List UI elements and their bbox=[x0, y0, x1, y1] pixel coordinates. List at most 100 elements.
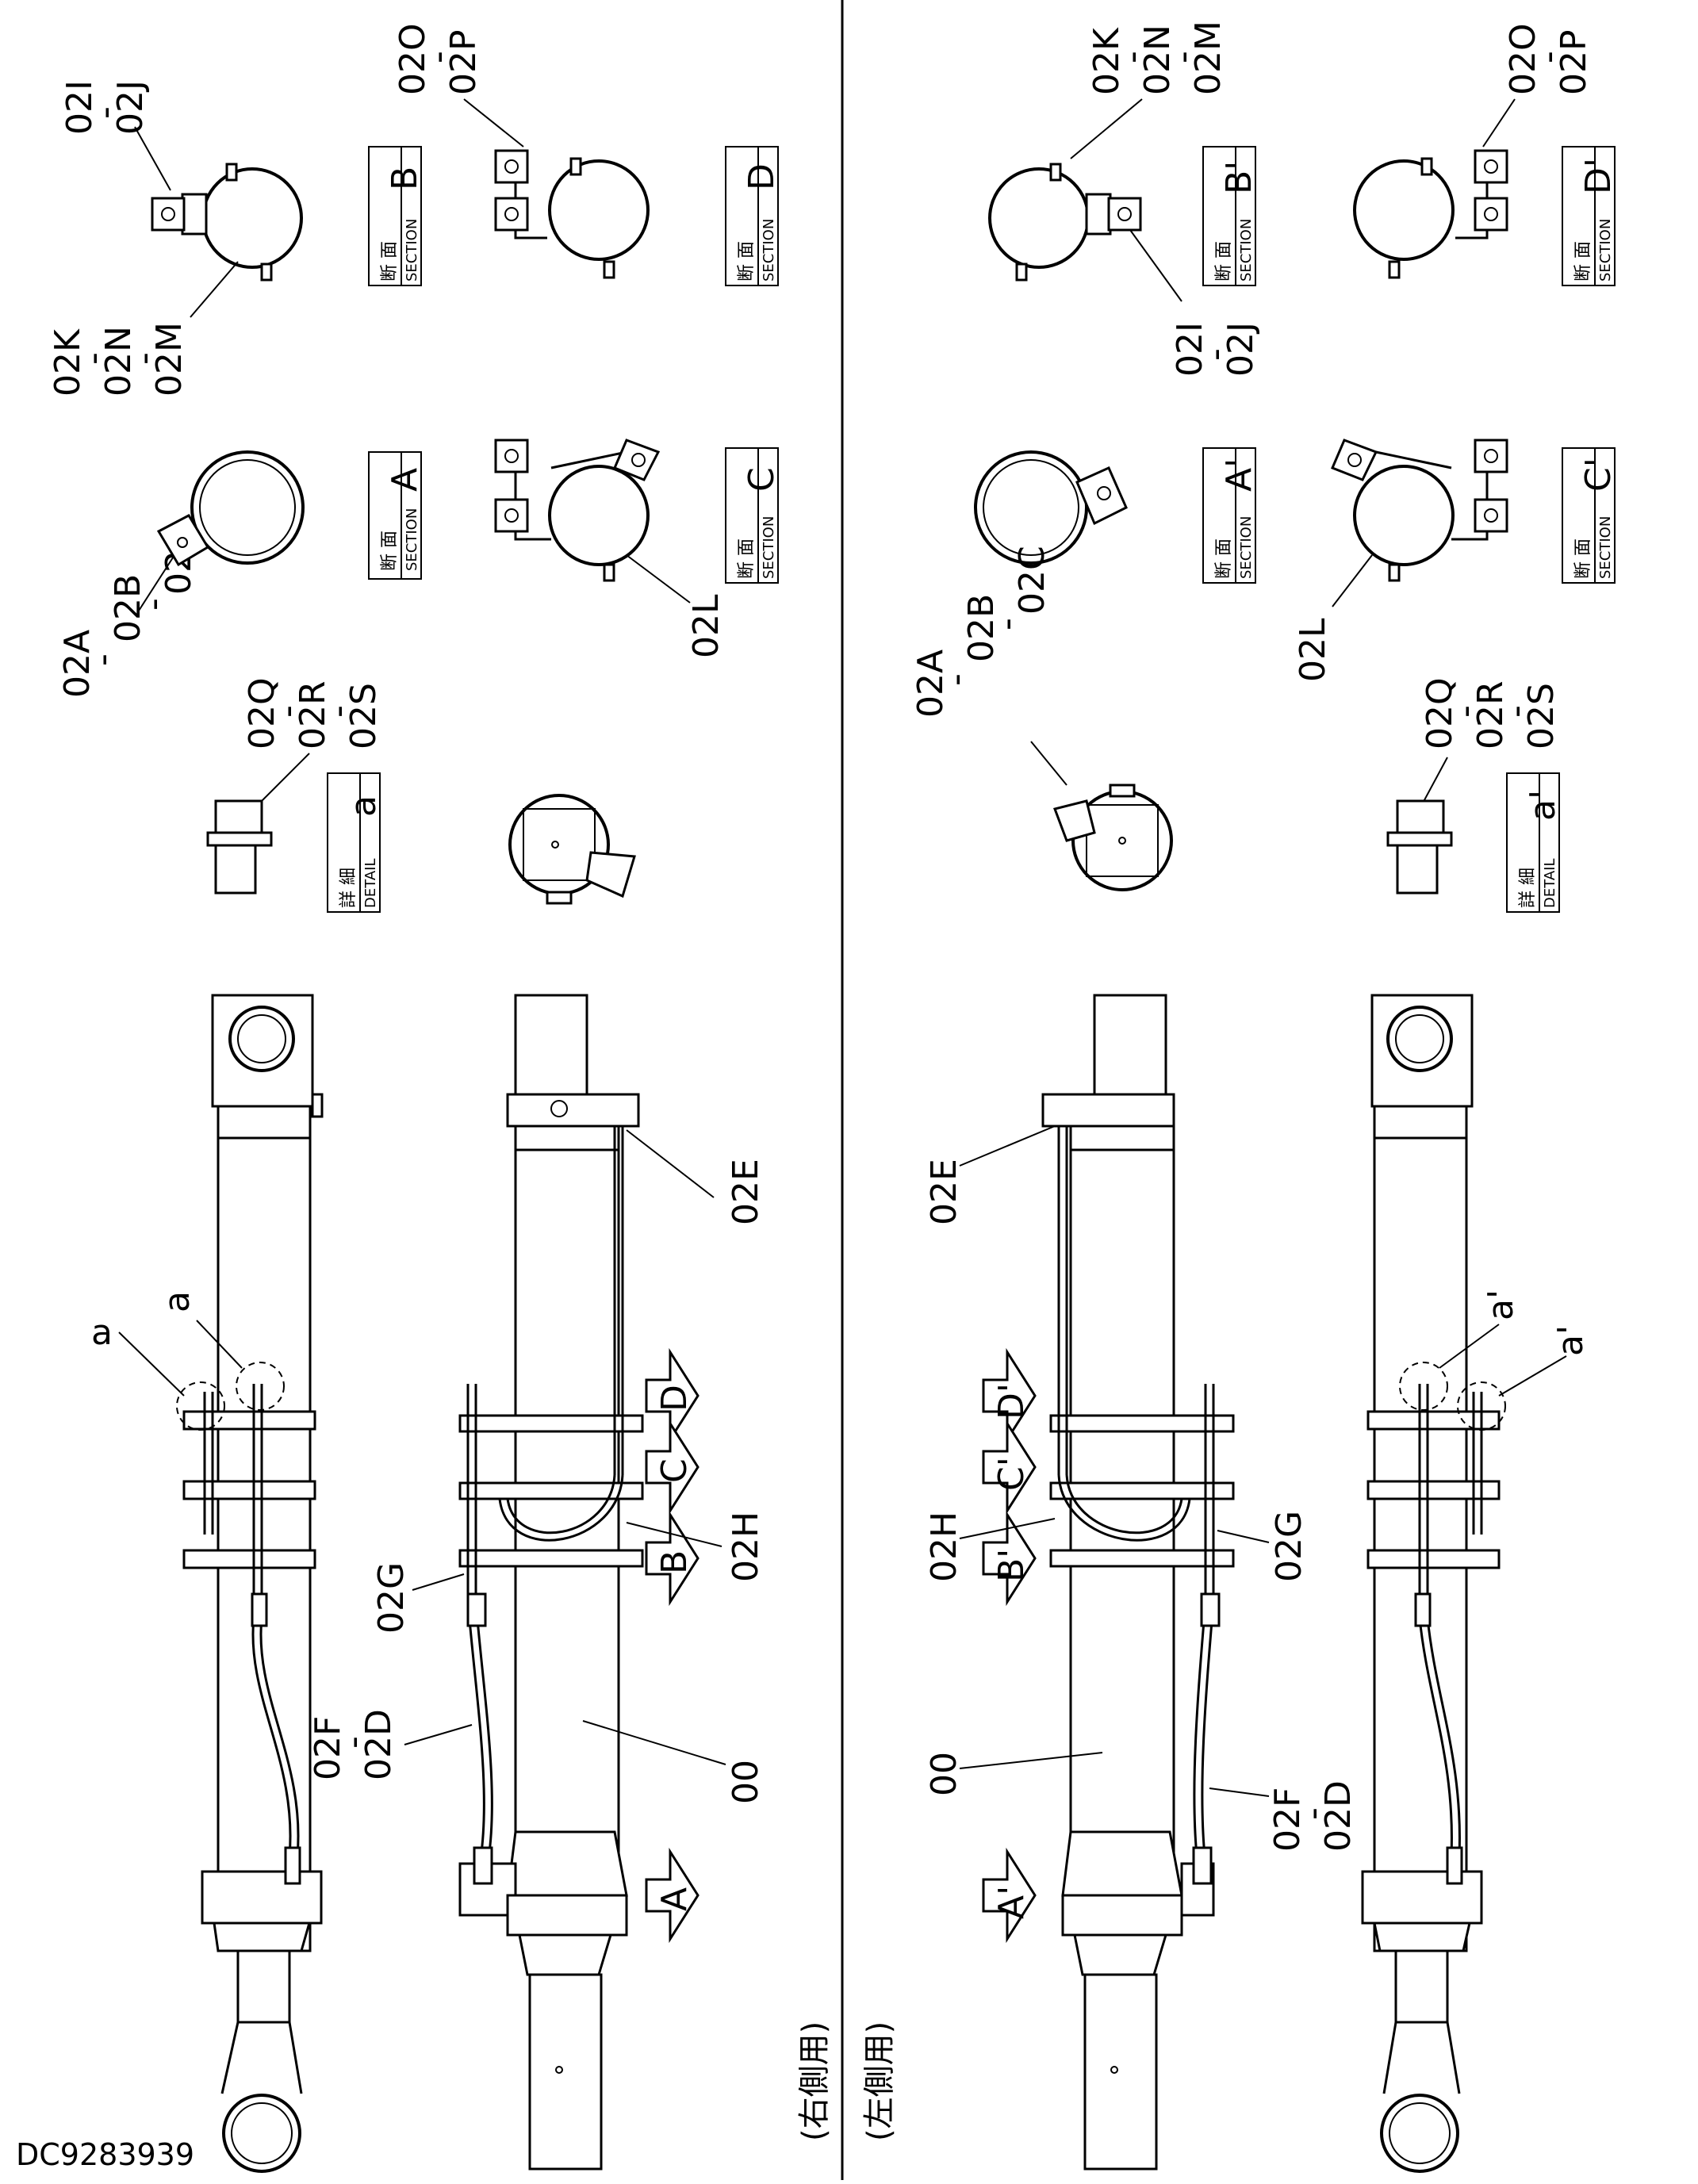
callout-02O-02P: 02O - 02P bbox=[393, 23, 484, 95]
section-d-view bbox=[494, 149, 650, 279]
svg-text:D': D' bbox=[991, 1383, 1032, 1420]
svg-text:02M: 02M bbox=[1188, 21, 1228, 95]
view-arrow-b-prime: B' bbox=[982, 1510, 1037, 1607]
callout-02L-left: 02L bbox=[1293, 618, 1333, 682]
leader-02G-left bbox=[1217, 1530, 1270, 1543]
leader-mark-a-prime-1 bbox=[1439, 1324, 1500, 1369]
svg-text:-: - bbox=[318, 705, 358, 718]
section-c-view bbox=[494, 439, 661, 582]
svg-text:02I: 02I bbox=[1170, 322, 1210, 377]
svg-text:B: B bbox=[654, 1550, 695, 1574]
detail-label-a-prime: DETAIL 詳 細 a' bbox=[1506, 772, 1563, 913]
svg-text:断 面: 断 面 bbox=[380, 241, 400, 282]
svg-text:-: - bbox=[1112, 51, 1152, 63]
svg-text:a: a bbox=[343, 795, 384, 817]
svg-text:02D: 02D bbox=[358, 1709, 399, 1780]
svg-text:DETAIL: DETAIL bbox=[1542, 859, 1558, 908]
drawing-code: DC9283939 bbox=[16, 2137, 194, 2172]
leader-02F bbox=[404, 1724, 473, 1745]
svg-text:02R: 02R bbox=[1470, 680, 1511, 749]
section-d-prime-view bbox=[1353, 149, 1508, 279]
view-arrow-d-prime: D' bbox=[982, 1347, 1037, 1444]
svg-text:SECTION: SECTION bbox=[1597, 516, 1614, 579]
leader-00-left bbox=[959, 1752, 1103, 1769]
svg-text:02M: 02M bbox=[149, 322, 190, 397]
svg-text:02F: 02F bbox=[1267, 1787, 1308, 1852]
svg-text:-: - bbox=[124, 352, 164, 365]
callout-02L: 02L bbox=[686, 594, 726, 658]
svg-text:断 面: 断 面 bbox=[1214, 538, 1234, 579]
leader-02H bbox=[626, 1522, 723, 1547]
end-cap-view-left bbox=[1053, 784, 1173, 891]
detail-label-a: DETAIL 詳 細 a bbox=[327, 772, 384, 913]
svg-text:SECTION: SECTION bbox=[1597, 219, 1614, 282]
section-b-view bbox=[151, 163, 303, 282]
detail-mark-a-2: a bbox=[157, 1291, 197, 1312]
detail-mark-a-1: a bbox=[91, 1312, 113, 1353]
svg-text:02F: 02F bbox=[308, 1716, 348, 1780]
svg-text:D: D bbox=[742, 163, 782, 190]
left-view-group: 02K - 02N - 02M SECTION 断 面 B' 02I - 0 bbox=[910, 21, 1619, 2173]
svg-text:02A: 02A bbox=[910, 649, 951, 718]
section-label-b-prime: SECTION 断 面 B' bbox=[1202, 146, 1259, 286]
svg-text:SECTION: SECTION bbox=[761, 219, 777, 282]
svg-text:C': C' bbox=[1578, 458, 1619, 492]
svg-text:詳 細: 詳 細 bbox=[339, 868, 358, 908]
svg-text:A: A bbox=[654, 1887, 695, 1911]
section-label-d: SECTION 断 面 D bbox=[725, 146, 782, 286]
section-label-a-prime: SECTION 断 面 A' bbox=[1202, 447, 1259, 584]
callout-02G-left: 02G bbox=[1269, 1511, 1309, 1582]
svg-text:02D: 02D bbox=[1318, 1780, 1359, 1852]
svg-text:02P: 02P bbox=[443, 29, 484, 95]
svg-text:B': B' bbox=[1219, 161, 1259, 194]
detail-a-prime-view bbox=[1386, 799, 1453, 895]
callout-02F-02D: 02F - 02D bbox=[308, 1709, 399, 1780]
leader-02Q bbox=[261, 753, 310, 802]
view-arrow-c-prime: C' bbox=[982, 1419, 1037, 1515]
leader-02E-left bbox=[959, 1125, 1056, 1167]
leader-mark-a-2 bbox=[196, 1320, 243, 1369]
callout-02E: 02E bbox=[726, 1159, 766, 1225]
svg-text:02K: 02K bbox=[1087, 27, 1127, 95]
callout-00-left: 00 bbox=[924, 1752, 964, 1796]
svg-text:-: - bbox=[1445, 705, 1485, 718]
svg-text:02S: 02S bbox=[343, 683, 384, 749]
cylinder-lower-right bbox=[458, 994, 644, 2171]
callout-02A-02C-left: 02A - 02B - 02C bbox=[910, 546, 1052, 718]
section-label-a: SECTION 断 面 A bbox=[368, 451, 425, 580]
svg-text:-: - bbox=[1293, 1807, 1333, 1820]
svg-text:断 面: 断 面 bbox=[737, 241, 757, 282]
callout-02I-02J-left: 02I - 02J bbox=[1170, 322, 1261, 377]
leader-02O bbox=[463, 98, 524, 148]
callout-02K-02M-left: 02K - 02N - 02M bbox=[1087, 21, 1228, 95]
svg-text:断 面: 断 面 bbox=[737, 538, 757, 579]
svg-text:断 面: 断 面 bbox=[1573, 241, 1593, 282]
view-arrow-b: B bbox=[645, 1510, 700, 1607]
view-arrow-a: A bbox=[645, 1847, 700, 1944]
callout-02H: 02H bbox=[726, 1512, 766, 1582]
svg-text:02J: 02J bbox=[1221, 322, 1261, 377]
svg-text:SECTION: SECTION bbox=[761, 516, 777, 579]
leader-02I-left bbox=[1129, 229, 1182, 302]
svg-text:B': B' bbox=[991, 1549, 1032, 1582]
right-side-caption: (右側用) bbox=[796, 2021, 833, 2141]
leader-mark-a-1 bbox=[118, 1331, 185, 1397]
leader-02F-left bbox=[1209, 1787, 1270, 1797]
section-label-d-prime: SECTION 断 面 D' bbox=[1562, 146, 1619, 286]
svg-text:02K: 02K bbox=[48, 328, 88, 397]
leader-00 bbox=[582, 1720, 726, 1765]
section-b-prime-view bbox=[988, 163, 1142, 282]
svg-text:-: - bbox=[1195, 348, 1236, 361]
section-c-prime-view bbox=[1331, 439, 1508, 582]
svg-text:-: - bbox=[73, 352, 113, 365]
leader-02G bbox=[412, 1573, 465, 1591]
svg-text:02N: 02N bbox=[1137, 25, 1178, 95]
svg-text:-: - bbox=[987, 618, 1027, 630]
callout-02G: 02G bbox=[371, 1562, 412, 1634]
callout-02H-left: 02H bbox=[924, 1512, 964, 1582]
svg-text:-: - bbox=[267, 705, 308, 718]
right-view-group: 02A - 02B - 02C SECTION 断 面 A 02I - 02J bbox=[48, 23, 782, 2173]
leader-02K-left bbox=[1070, 98, 1143, 159]
leader-02H-left bbox=[959, 1518, 1056, 1539]
